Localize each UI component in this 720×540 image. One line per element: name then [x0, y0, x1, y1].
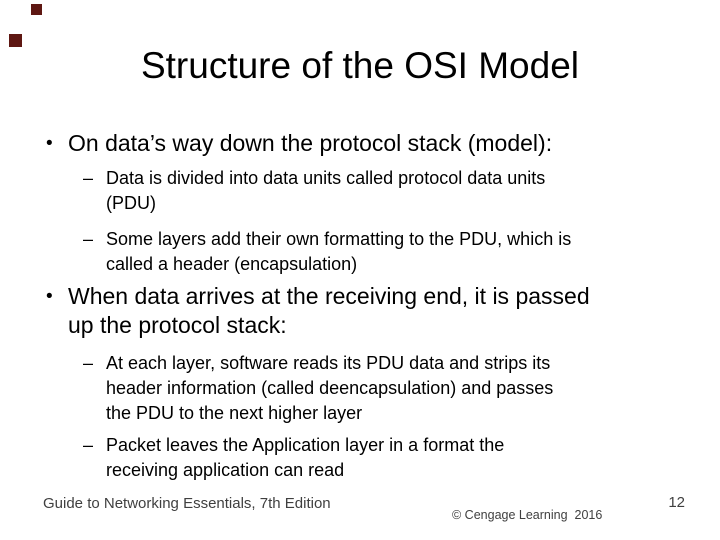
- bullet-line: On data’s way down the protocol stack (m…: [68, 130, 553, 156]
- sub-bullet-line: header information (called deencapsulati…: [106, 378, 554, 398]
- dash-marker: –: [83, 353, 94, 373]
- footer-page-number: 12: [668, 494, 685, 511]
- sub-bullet-line: called a header (encapsulation): [106, 254, 358, 274]
- sub-bullet-line: the PDU to the next higher layer: [106, 403, 363, 423]
- sub-bullet-line: At each layer, software reads its PDU da…: [106, 353, 551, 373]
- bullet-line: up the protocol stack:: [68, 312, 287, 338]
- bullet-marker: •: [46, 133, 53, 154]
- slide-title: Structure of the OSI Model: [140, 45, 580, 86]
- bullet-marker: •: [46, 286, 53, 307]
- bullet-item: • When data arrives at the receiving end…: [40, 282, 690, 340]
- sub-bullet-item: – At each layer, software reads its PDU …: [40, 351, 690, 426]
- dash-marker: –: [83, 168, 94, 188]
- sub-bullet-line: (PDU): [106, 193, 156, 213]
- dash-marker: –: [83, 229, 94, 249]
- bullet-item: • On data’s way down the protocol stack …: [40, 129, 690, 158]
- bullet-line: When data arrives at the receiving end, …: [68, 283, 590, 309]
- dash-marker: –: [83, 435, 94, 455]
- sub-bullet-item: – Data is divided into data units called…: [40, 166, 690, 216]
- footer-book-title: Guide to Networking Essentials, 7th Edit…: [43, 495, 331, 512]
- sub-bullet-line: Packet leaves the Application layer in a…: [106, 435, 505, 455]
- sub-bullet-line: Data is divided into data units called p…: [106, 168, 546, 188]
- sub-bullet-line: receiving application can read: [106, 460, 345, 480]
- decor-square-bottom: [9, 34, 22, 47]
- footer-copyright: © Cengage Learning 2016: [452, 508, 603, 522]
- sub-bullet-item: – Packet leaves the Application layer in…: [40, 433, 690, 483]
- sub-bullet-item: – Some layers add their own formatting t…: [40, 227, 690, 277]
- sub-bullet-line: Some layers add their own formatting to …: [106, 229, 572, 249]
- decor-square-top: [31, 4, 42, 15]
